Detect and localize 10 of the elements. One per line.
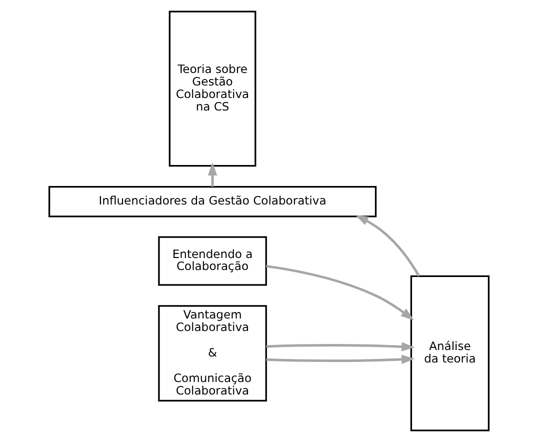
arrow <box>266 354 414 364</box>
node-box: Influenciadores da Gestão Colaborativa <box>48 186 376 218</box>
arrow <box>354 214 420 277</box>
node-box: Vantagem Colaborativa & Comunicação Colaborativa <box>158 305 266 402</box>
arrow <box>265 264 414 320</box>
node-box: Entendendo a Colaboração <box>158 236 266 286</box>
node-box: Análise da teoria <box>410 275 490 432</box>
arrow <box>207 162 217 187</box>
arrow <box>266 342 414 352</box>
node-box: Teoria sobre Gestão Colaborativa na CS <box>168 10 256 167</box>
